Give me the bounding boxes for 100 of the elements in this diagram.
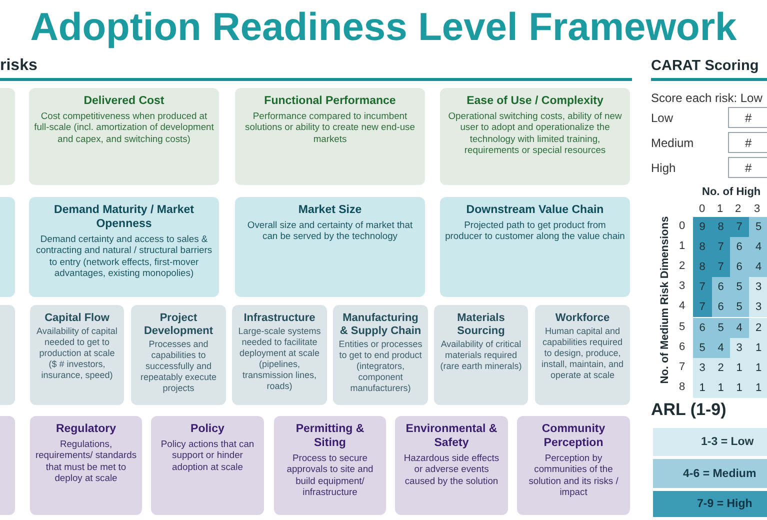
card-description: Policy actions that can support or hinder adoption at scale xyxy=(160,438,256,472)
risk-card xyxy=(29,197,219,297)
heatmap-cell: 7 xyxy=(730,217,748,238)
risk-card xyxy=(395,416,508,515)
heatmap-cell: 3 xyxy=(748,297,767,318)
score-range-band: 4-6 = Medium xyxy=(653,459,767,488)
heatmap-cell: 1 xyxy=(730,358,748,378)
row-label: High xyxy=(651,161,676,175)
risk-card xyxy=(131,305,226,405)
card-description: Demand certainty and access to sales & contracting and natural / structural barriers to entry (network effects, first-mover advantages, existing monopolies) xyxy=(34,232,214,278)
score-input-field: # xyxy=(728,107,767,128)
heatmap-cell: 6 xyxy=(693,318,712,338)
card-heading: Regulatory xyxy=(54,423,118,437)
heatmap-cell: 5 xyxy=(693,338,712,358)
card-description: Regulations, requirements/ standards that must be met to deploy at scale xyxy=(35,438,137,484)
card-heading: Policy xyxy=(190,423,226,437)
card-description: Operational switching costs, ability of new user to adopt and operationalize the technology with limited training, requirements or special resources xyxy=(447,110,623,156)
card-heading: Functional Performance xyxy=(263,95,397,109)
instruction-text: Score each risk: Low xyxy=(651,91,762,105)
card-heading: Capital Flow xyxy=(44,312,110,326)
score-input-field: # xyxy=(728,157,767,178)
card-description: Availability of critical materials required (rare earth minerals) xyxy=(439,339,523,372)
axis-title: No. of Medium Risk Dimensions xyxy=(659,216,671,384)
heatmap-cell: 3 xyxy=(748,277,767,298)
heatmap-cell: 7 xyxy=(712,237,730,258)
axis-tick-label: 3 xyxy=(752,203,762,215)
heatmap-cell: 8 xyxy=(693,237,712,258)
axis-tick-label: 8 xyxy=(679,380,686,393)
score-range-band: 1-3 = Low xyxy=(653,428,767,456)
risk-card xyxy=(235,197,425,297)
heatmap-cell: 3 xyxy=(730,338,748,358)
card-heading: Ease of Use / Complexity xyxy=(466,95,604,109)
card-heading: Project Development xyxy=(142,312,214,338)
card-heading: Delivered Cost xyxy=(82,95,166,109)
card-description: Overall size and certainty of market that can be served by the technology xyxy=(246,218,414,242)
heatmap-cell: 8 xyxy=(693,257,712,278)
axis-tick-label: 1 xyxy=(716,203,724,215)
risk-card xyxy=(440,197,630,297)
heatmap-cell: 6 xyxy=(730,237,748,258)
heatmap-cell: 7 xyxy=(693,277,712,298)
card-description: Performance compared to incumbent solutions or ability to create new end-use markets xyxy=(244,110,416,144)
axis-tick-label: 3 xyxy=(679,280,686,292)
heatmap-cell: 5 xyxy=(730,297,748,318)
card-description: Processes and capabilities to successfully and repeatably execute projects xyxy=(139,339,218,394)
heatmap-cell: 4 xyxy=(730,318,748,338)
partial-card xyxy=(0,88,15,185)
card-description: Cost competitiveness when produced at full-scale (incl. amortization of development and capex, and switching costs) xyxy=(34,110,214,144)
card-heading: Materials Sourcing xyxy=(456,312,506,338)
risk-card xyxy=(274,416,386,515)
heatmap-cell: 5 xyxy=(748,217,767,238)
heatmap-cell: 7 xyxy=(712,257,730,278)
score-range-band: 7-9 = High xyxy=(653,491,767,517)
axis-tick-label: 2 xyxy=(679,260,686,272)
partial-card xyxy=(0,305,15,405)
heatmap-cell: 5 xyxy=(712,318,730,338)
card-description: Human capital and capabilities required to design, produce, install, maintain, and operate at scale xyxy=(540,326,625,382)
row-label: Medium xyxy=(651,136,694,150)
risk-card xyxy=(151,416,264,515)
card-heading: Environmental & Safety xyxy=(404,423,498,451)
card-description: Hazardous side effects or adverse events caused by the solution xyxy=(402,452,500,486)
heatmap-cell: 3 xyxy=(693,358,712,378)
axis-tick-label: 0 xyxy=(679,220,686,232)
card-heading: Workforce xyxy=(554,312,611,326)
risk-card xyxy=(235,88,425,185)
heatmap-cell: 1 xyxy=(712,378,730,398)
partial-card xyxy=(0,416,15,515)
card-description: Perception by communities of the solution and its risks / impact xyxy=(528,452,620,498)
heatmap-cell: 6 xyxy=(712,277,730,298)
axis-tick-label: 7 xyxy=(679,360,686,373)
risk-card xyxy=(535,305,630,405)
risk-card xyxy=(29,88,219,185)
heatmap-cell: 1 xyxy=(748,378,767,398)
card-heading: Manufacturing & Supply Chain xyxy=(338,312,422,338)
axis-title: No. of High xyxy=(702,186,761,198)
heatmap-cell: 2 xyxy=(712,358,730,378)
card-heading: Infrastructure xyxy=(242,312,316,326)
risk-card xyxy=(30,416,142,515)
card-heading: Community Perception xyxy=(540,423,606,451)
heatmap-cell: 4 xyxy=(748,237,767,258)
card-heading: Demand Maturity / Market Openness xyxy=(53,204,195,232)
card-description: Process to secure approvals to site and build equipment/ infrastructure xyxy=(286,452,374,498)
risk-card xyxy=(232,305,327,405)
risk-card xyxy=(434,305,528,405)
section-heading: ARL (1-9) xyxy=(651,400,726,420)
heatmap-cell: 6 xyxy=(712,297,730,318)
score-input-field: # xyxy=(728,132,767,153)
axis-tick-label: 0 xyxy=(698,203,706,215)
card-description: Entities or processes to get to end product (integrators, component manufacturers) xyxy=(338,339,423,394)
heatmap-cell: 1 xyxy=(730,378,748,398)
risk-card xyxy=(517,416,630,515)
heatmap-cell: 1 xyxy=(748,358,767,378)
card-description: Large-scale systems needed to facilitate deployment at scale (pipelines, transmission lines, roads) xyxy=(237,326,322,392)
heatmap-cell: 2 xyxy=(748,318,767,338)
heatmap-cell: 5 xyxy=(730,277,748,298)
axis-tick-label: 6 xyxy=(679,340,686,353)
heatmap-cell: 1 xyxy=(748,338,767,358)
risk-card xyxy=(30,305,124,405)
axis-tick-label: 4 xyxy=(679,300,686,312)
heatmap-cell: 4 xyxy=(712,338,730,358)
page-title: Adoption Readiness Level Framework xyxy=(29,6,738,51)
